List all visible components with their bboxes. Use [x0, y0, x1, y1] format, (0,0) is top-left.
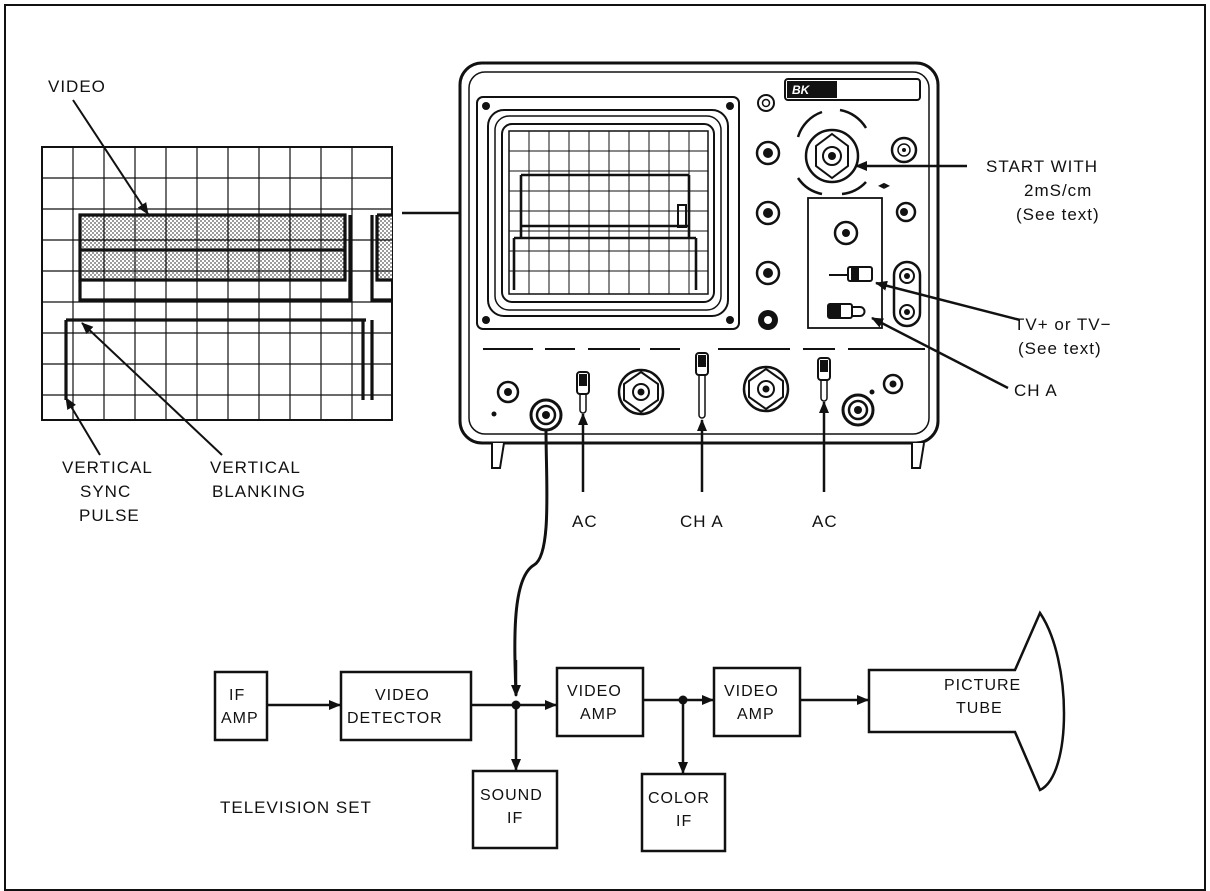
svg-text:AMP: AMP: [580, 706, 618, 723]
block-sound-if: SOUND IF: [471, 769, 559, 850]
label-vertical-sync-2: SYNC: [80, 482, 131, 501]
figure-border: [4, 4, 1206, 891]
label-ac-left: AC: [572, 512, 598, 531]
input-bnc-connector[interactable]: [529, 398, 563, 432]
probe-cable: [513, 429, 549, 696]
svg-text:TUBE: TUBE: [956, 700, 1003, 717]
label-ch-a-right: CH A: [1014, 381, 1058, 400]
ch-b-bnc-connector: [841, 393, 875, 427]
label-vertical-blanking-2: BLANKING: [212, 482, 306, 501]
block-if-amp: IF AMP: [213, 670, 269, 742]
block-color-if: COLOR IF: [640, 772, 727, 853]
label-vertical-sync-1: VERTICAL: [62, 458, 153, 477]
label-vertical-blanking-1: VERTICAL: [210, 458, 301, 477]
label-start-with: START WITH: [986, 157, 1098, 176]
block-video-amp-1: VIDEO AMP: [555, 666, 645, 738]
arrow-glyph-icon: ◂▸: [878, 178, 890, 192]
waveform-display: [41, 146, 393, 421]
svg-text:AMP: AMP: [737, 706, 775, 723]
oscilloscope: BK ◂▸: [458, 61, 940, 469]
vertical-position-knob[interactable]: [617, 368, 665, 416]
svg-text:IF: IF: [676, 813, 692, 830]
ac-dc-switch-left[interactable]: [576, 371, 590, 414]
brand-logo: BK: [792, 83, 811, 97]
horizontal-position-knob[interactable]: [742, 365, 790, 413]
svg-text:COLOR: COLOR: [648, 790, 710, 807]
svg-text:DETECTOR: DETECTOR: [347, 710, 443, 727]
trigger-panel: [807, 197, 883, 329]
svg-text:AMP: AMP: [221, 710, 259, 727]
svg-text:IF: IF: [507, 810, 523, 827]
label-television-set: TELEVISION SET: [220, 798, 372, 817]
block-picture-tube: PICTURE TUBE: [867, 610, 1066, 792]
video-signal-region: [80, 215, 345, 280]
label-start-see-text: (See text): [1016, 205, 1100, 224]
source-switch[interactable]: [827, 303, 866, 319]
svg-text:IF: IF: [229, 687, 245, 704]
label-tv-see-text: (See text): [1018, 339, 1102, 358]
label-start-rate: 2mS/cm: [1024, 181, 1092, 200]
label-video: VIDEO: [48, 77, 106, 96]
label-ch-a-bottom: CH A: [680, 512, 724, 531]
channel-switch[interactable]: [695, 352, 709, 419]
label-vertical-sync-3: PULSE: [79, 506, 140, 525]
tv-mode-switch[interactable]: [829, 266, 873, 282]
svg-text:VIDEO: VIDEO: [724, 683, 779, 700]
block-video-amp-2: VIDEO AMP: [712, 666, 802, 738]
svg-text:VIDEO: VIDEO: [375, 687, 430, 704]
label-ac-right: AC: [812, 512, 838, 531]
ac-dc-switch-right[interactable]: [817, 357, 831, 402]
left-knob-column: [755, 94, 781, 330]
block-video-detector: VIDEO DETECTOR: [339, 670, 473, 742]
trigger-level-knob[interactable]: [833, 220, 859, 246]
label-tv-mode: TV+ or TV−: [1014, 315, 1112, 334]
svg-text:SOUND: SOUND: [480, 787, 543, 804]
svg-text:VIDEO: VIDEO: [567, 683, 622, 700]
svg-text:PICTURE: PICTURE: [944, 677, 1021, 694]
timebase-knob[interactable]: ◂▸: [796, 108, 890, 196]
